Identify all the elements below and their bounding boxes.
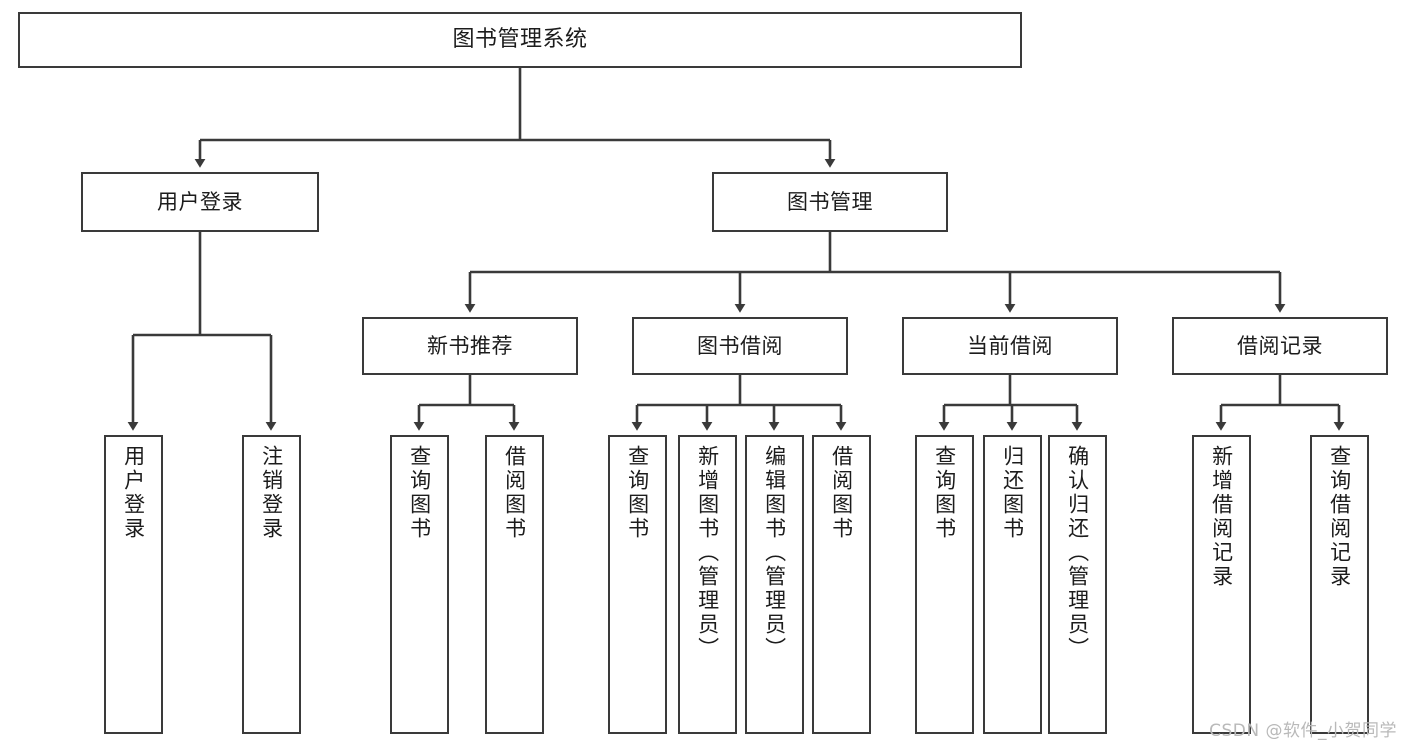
- leaf-confirm-return-admin[interactable]: 确认归还（管理员）: [1048, 435, 1107, 734]
- node-label: 图书管理系统: [452, 27, 588, 53]
- leaf-add-borrow-record[interactable]: 新增借阅记录: [1192, 435, 1251, 734]
- node-label: 查询图书: [932, 445, 957, 541]
- leaf-query-book-borrow[interactable]: 查询图书: [608, 435, 667, 734]
- node-user-login[interactable]: 用户登录: [81, 172, 319, 232]
- leaf-return-book[interactable]: 归还图书: [983, 435, 1042, 734]
- node-book-management[interactable]: 图书管理: [712, 172, 948, 232]
- node-label: 新书推荐: [427, 333, 513, 358]
- node-label: 注销登录: [259, 445, 284, 541]
- node-book-borrow[interactable]: 图书借阅: [632, 317, 848, 375]
- leaf-user-login[interactable]: 用户登录: [104, 435, 163, 734]
- node-label: 用户登录: [121, 445, 146, 541]
- node-label: 图书借阅: [697, 333, 783, 358]
- node-label: 借阅图书: [829, 445, 854, 541]
- node-label: 借阅记录: [1237, 333, 1323, 358]
- leaf-query-book-recommend[interactable]: 查询图书: [390, 435, 449, 734]
- leaf-add-book-admin[interactable]: 新增图书（管理员）: [678, 435, 737, 734]
- node-label: 用户登录: [157, 189, 243, 214]
- node-new-book-recommend[interactable]: 新书推荐: [362, 317, 578, 375]
- node-label: 归还图书: [1000, 445, 1025, 541]
- leaf-query-book-current[interactable]: 查询图书: [915, 435, 974, 734]
- node-label: 查询图书: [407, 445, 432, 541]
- node-label: 图书管理: [787, 189, 873, 214]
- node-label: 查询图书: [625, 445, 650, 541]
- node-root-system[interactable]: 图书管理系统: [18, 12, 1022, 68]
- node-label: 新增借阅记录: [1209, 445, 1234, 589]
- node-current-borrow[interactable]: 当前借阅: [902, 317, 1118, 375]
- watermark: CSDN @软件_小贺同学: [1209, 721, 1397, 741]
- node-label: 新增图书（管理员）: [695, 445, 720, 661]
- node-label: 确认归还（管理员）: [1065, 445, 1090, 661]
- leaf-borrow-book[interactable]: 借阅图书: [812, 435, 871, 734]
- node-label: 查询借阅记录: [1327, 445, 1352, 589]
- leaf-query-borrow-record[interactable]: 查询借阅记录: [1310, 435, 1369, 734]
- node-borrow-record[interactable]: 借阅记录: [1172, 317, 1388, 375]
- node-label: 编辑图书（管理员）: [762, 445, 787, 661]
- leaf-logout[interactable]: 注销登录: [242, 435, 301, 734]
- leaf-edit-book-admin[interactable]: 编辑图书（管理员）: [745, 435, 804, 734]
- node-label: 借阅图书: [502, 445, 527, 541]
- leaf-borrow-book-recommend[interactable]: 借阅图书: [485, 435, 544, 734]
- node-label: 当前借阅: [967, 333, 1053, 358]
